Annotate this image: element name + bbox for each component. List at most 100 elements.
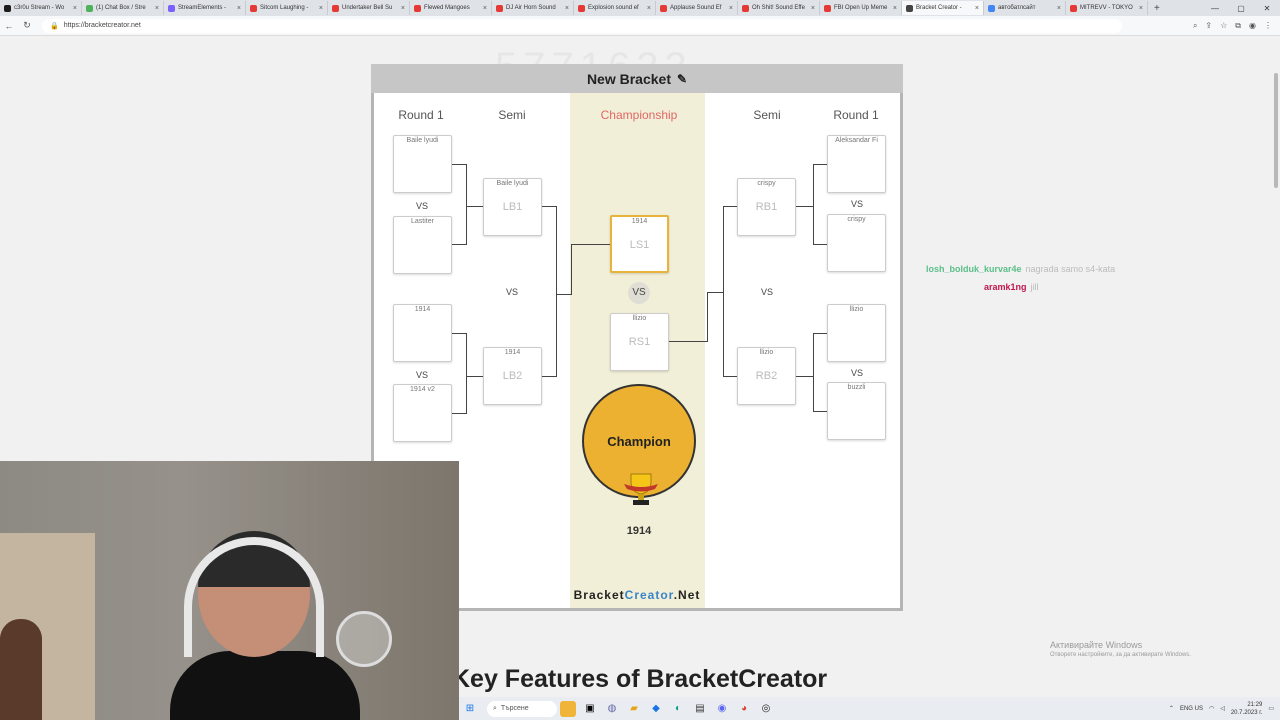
- file-explorer-icon[interactable]: ▰: [630, 703, 638, 714]
- browser-tab[interactable]: MITREVV - TOKYO ×: [1066, 1, 1148, 15]
- bracket-title[interactable]: New Bracket: [586, 70, 671, 87]
- tray-chevron-icon[interactable]: ⌃: [1168, 706, 1174, 712]
- tab-close-icon[interactable]: ×: [646, 4, 651, 12]
- window-controls: — ▢ ✕: [1202, 0, 1280, 16]
- close-icon[interactable]: ✕: [1263, 3, 1271, 13]
- bracket-connector: [452, 244, 466, 245]
- column-left-round1: Round 1: [398, 108, 444, 122]
- browser-tab[interactable]: DJ Air Horn Sound ×: [492, 1, 574, 15]
- tab-label: Flewed Mangoes: [424, 5, 470, 11]
- bracket-card: New Bracket ✎ Round 1 Semi Championship …: [371, 64, 903, 611]
- tab-close-icon[interactable]: ×: [1056, 4, 1061, 12]
- chat-text: nagrada samo s4-kata: [1025, 264, 1116, 274]
- extensions-icon[interactable]: ⧉: [1235, 20, 1242, 30]
- browser-tab[interactable]: Applause Sound Ef×: [656, 1, 738, 15]
- tab-label: Sitcom Laughing -: [260, 5, 309, 11]
- webcam-fan: [336, 611, 392, 667]
- tab-close-icon[interactable]: ×: [154, 4, 159, 12]
- obs-icon[interactable]: ◎: [761, 703, 771, 714]
- page-scrollbar[interactable]: [1272, 37, 1280, 697]
- browser-tab[interactable]: Oh Shit! Sound Effe×: [738, 1, 820, 15]
- edge-icon[interactable]: ◐: [674, 703, 682, 714]
- taskbar-search[interactable]: ⌕ Търсене: [487, 700, 557, 717]
- browser-tab[interactable]: FBI Open Up Meme ×: [820, 1, 902, 15]
- column-right-semi: Semi: [753, 108, 781, 122]
- browser-tab[interactable]: (1) Chat Box / Stre×: [82, 1, 164, 15]
- bracket-connector: [542, 376, 556, 377]
- browser-tab[interactable]: c3r0u Stream - Wo×: [0, 1, 82, 15]
- slot-left-round1[interactable]: Baile lyudi: [393, 135, 452, 193]
- bracket-connector: [466, 333, 467, 414]
- profile-icon[interactable]: ◉: [1249, 20, 1256, 30]
- tab-close-icon[interactable]: ×: [892, 4, 897, 12]
- browser-tab[interactable]: Undertaker Bell Su×: [328, 1, 410, 15]
- tab-label: FBI Open Up Meme: [834, 5, 888, 11]
- slot-team-name: llizio: [759, 349, 774, 356]
- tab-close-icon[interactable]: ×: [236, 4, 241, 12]
- wifi-icon[interactable]: ◠: [1208, 706, 1215, 712]
- slot-team-name: llizio: [849, 306, 864, 313]
- tab-close-icon[interactable]: ×: [810, 4, 815, 12]
- slot-right-round1[interactable]: Aleksandar Fi: [827, 135, 886, 193]
- tab-close-icon[interactable]: ×: [400, 4, 405, 12]
- chat-app-icon[interactable]: ◍: [607, 703, 617, 714]
- tab-favicon-icon: [168, 4, 175, 12]
- back-icon[interactable]: ←: [4, 20, 14, 31]
- slot-right-round1[interactable]: buzzli: [827, 382, 886, 440]
- pencil-icon[interactable]: ✎: [676, 71, 688, 86]
- tab-label: MITREVV - TOKYO: [1080, 5, 1133, 11]
- volume-icon[interactable]: ◁: [1220, 706, 1225, 712]
- slot-code: LB2: [502, 370, 523, 382]
- menu-icon[interactable]: ⋮: [1264, 20, 1272, 30]
- tab-close-icon[interactable]: ×: [728, 4, 733, 12]
- maximize-icon[interactable]: ▢: [1237, 3, 1245, 13]
- bookmark-star-icon[interactable]: ☆: [1220, 20, 1228, 30]
- clock[interactable]: 21:29 20.7.2023 г.: [1231, 701, 1262, 717]
- slot-right-round1[interactable]: llizio: [827, 304, 886, 362]
- notification-icon[interactable]: ▭: [1268, 706, 1274, 712]
- tab-close-icon[interactable]: ×: [974, 4, 979, 12]
- tab-close-icon[interactable]: ×: [72, 4, 77, 12]
- windows-start-icon[interactable]: ⊞: [465, 703, 475, 714]
- slot-left-round1[interactable]: 1914: [393, 304, 452, 362]
- browser-tab[interactable]: Flewed Mangoes ×: [410, 1, 492, 15]
- slot-team-name: buzzli: [847, 384, 866, 391]
- chrome-icon[interactable]: ◕: [740, 703, 748, 714]
- slot-right-round1[interactable]: crispy: [827, 214, 886, 272]
- new-tab-button[interactable]: +: [1154, 2, 1160, 14]
- tab-close-icon[interactable]: ×: [318, 4, 323, 12]
- share-icon[interactable]: ⇪: [1205, 20, 1213, 30]
- tab-close-icon[interactable]: ×: [1138, 4, 1143, 12]
- browser-tab[interactable]: Explosion sound ef×: [574, 1, 656, 15]
- tab-label: StreamElements -: [178, 5, 227, 11]
- store-icon[interactable]: ◆: [652, 703, 660, 714]
- reload-icon[interactable]: ↻: [23, 20, 31, 30]
- tab-close-icon[interactable]: ×: [482, 4, 487, 12]
- widgets-icon[interactable]: [560, 700, 576, 717]
- browser-tab[interactable]: автобатлсайт×: [984, 1, 1066, 15]
- chat-text: jill: [1030, 282, 1039, 292]
- discord-icon[interactable]: ◉: [717, 703, 727, 714]
- app-icon[interactable]: ▤: [695, 703, 705, 714]
- minimize-icon[interactable]: —: [1211, 3, 1219, 13]
- browser-tab[interactable]: Sitcom Laughing - ×: [246, 1, 328, 15]
- scrollbar-thumb[interactable]: [1274, 73, 1278, 188]
- slot-left-round1[interactable]: 1914 v2: [393, 384, 452, 442]
- brand-logo: BracketCreator.Net: [374, 588, 900, 602]
- zoom-icon[interactable]: ⌕: [1192, 20, 1198, 30]
- browser-tab[interactable]: StreamElements - ×: [164, 1, 246, 15]
- browser-tab[interactable]: Bracket Creator - ×: [902, 1, 984, 15]
- language-indicator[interactable]: ENG US: [1179, 705, 1203, 712]
- url-field[interactable]: 🔒 https://bracketcreator.net: [42, 18, 1122, 33]
- tab-close-icon[interactable]: ×: [564, 4, 569, 12]
- slot-left-round1[interactable]: Lastiter: [393, 216, 452, 274]
- task-view-icon[interactable]: ▣: [585, 703, 595, 714]
- webcam-streamer: [170, 531, 360, 720]
- tab-label: DJ Air Horn Sound: [506, 5, 556, 11]
